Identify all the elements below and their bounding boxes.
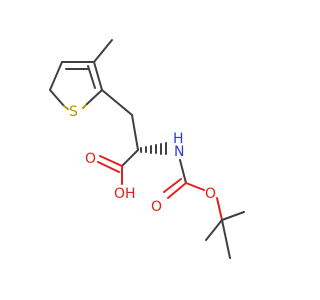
bond-c4-c5: [49, 61, 63, 91]
bond-calpha-cacid: [121, 149, 139, 167]
bond-ccarb-o-double: [167, 182, 187, 199]
bond-cacid-o-double-2: [97, 161, 120, 173]
hashed-wedge-bond: [140, 142, 167, 155]
acid-hydroxyl-label: OH: [114, 186, 136, 202]
bond-c2-ch2: [101, 89, 133, 116]
bond-ccarb-o-double-2: [163, 178, 182, 193]
bond-c2-c3-double: [87, 65, 96, 89]
bond-methyl: [93, 39, 113, 63]
thiophene-ring: [49, 61, 103, 110]
molecule-structure: S N H O OH O O: [49, 39, 245, 259]
amine-nitrogen-label: N: [174, 144, 184, 160]
bond-cquat-me2: [205, 219, 223, 241]
carbamate-carbonyl-oxygen-label: O: [151, 199, 162, 215]
bond-cquat-me3: [221, 219, 231, 259]
bond-c5-s: [49, 89, 65, 107]
bond-c5-s-seg: [63, 105, 69, 110]
bond-c2-c3: [93, 61, 103, 91]
bond-s-c2: [86, 89, 103, 105]
amine-hydrogen-label: H: [173, 131, 184, 147]
bond-cquat-me1: [221, 211, 245, 221]
bond-cacid-o-double: [99, 155, 123, 167]
bond-ch2-calpha: [131, 114, 139, 151]
acid-carbonyl-oxygen-label: O: [85, 151, 96, 167]
bond-n-ccarb: [179, 159, 187, 184]
carbamate-ester-oxygen-label: O: [205, 186, 216, 202]
bond-o-cquat: [216, 197, 223, 221]
bond-ccarb-o-ester: [185, 182, 205, 191]
sulfur-label: S: [69, 104, 78, 120]
